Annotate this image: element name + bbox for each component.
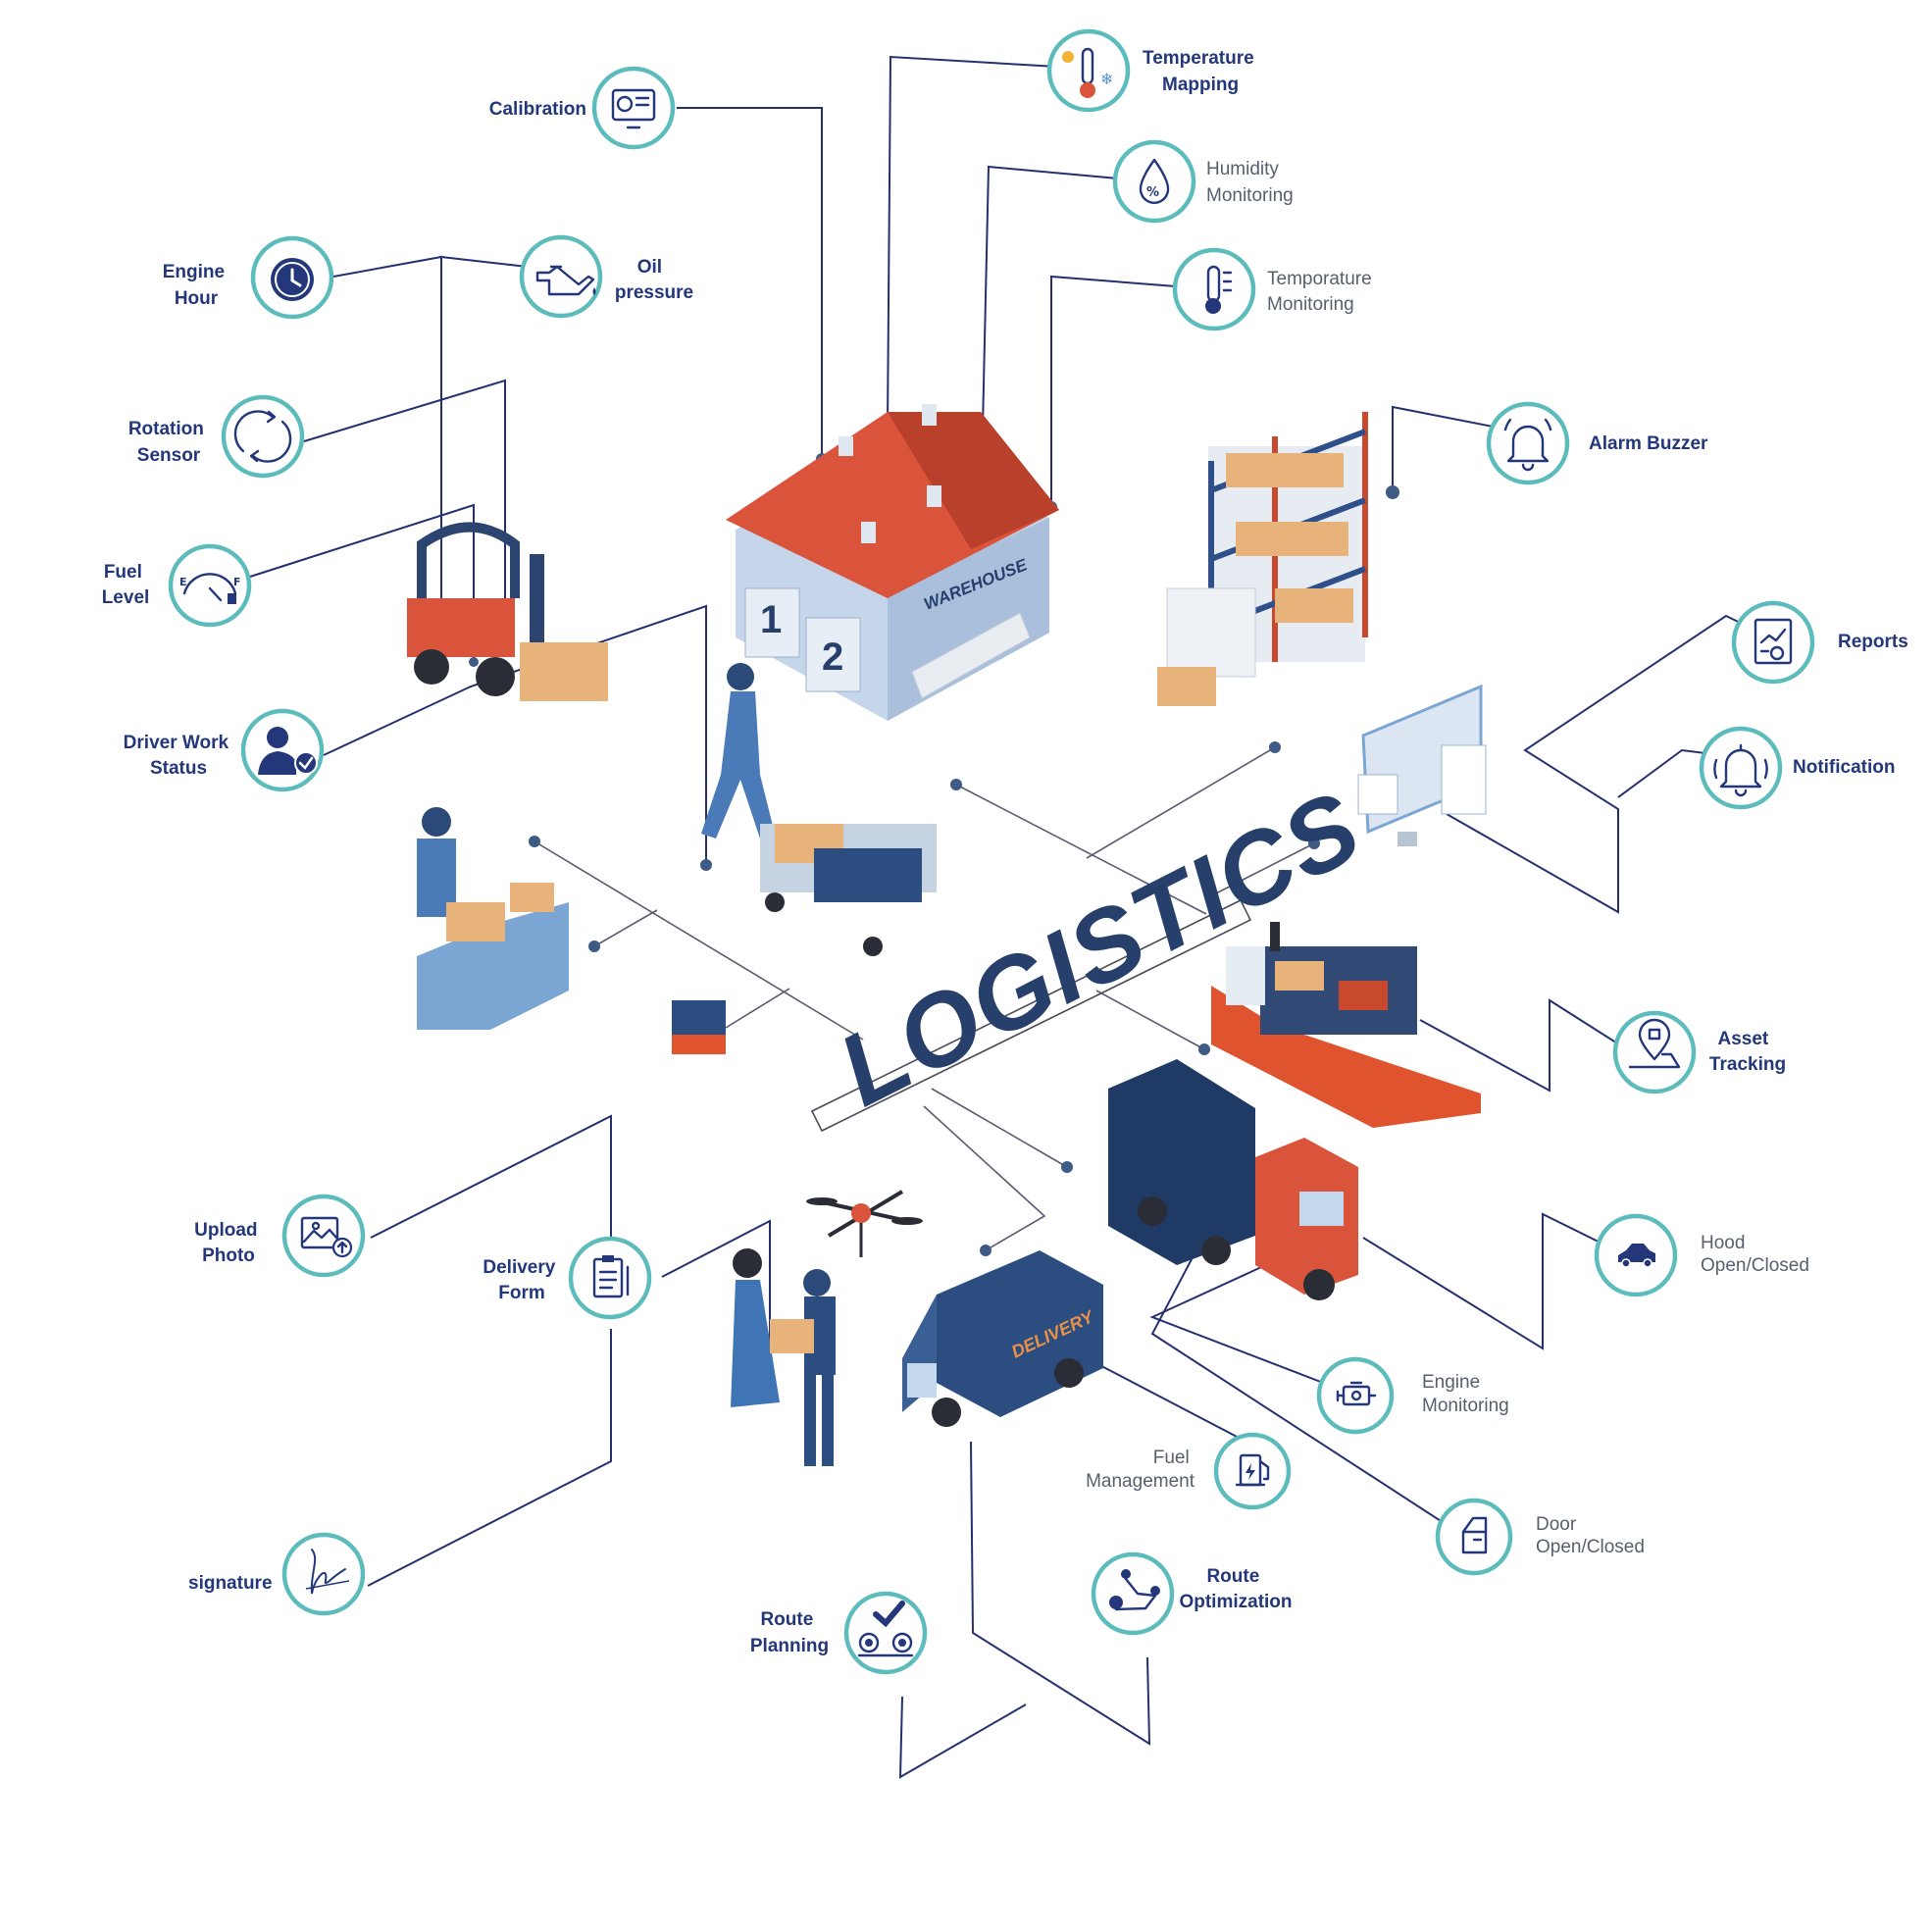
hood-open-closed-label: Hood Open/Closed <box>1701 1233 1809 1276</box>
alarm-buzzer-node[interactable]: Alarm Buzzer <box>1486 401 1708 485</box>
route-optimization-label: Route Optimization <box>1179 1566 1292 1612</box>
fuel-level-label: Fuel Level <box>102 562 150 608</box>
humidity-monitoring-label: Humidity Monitoring <box>1206 159 1294 206</box>
calibration-node[interactable]: Calibration <box>489 66 676 150</box>
engine-hour-node[interactable]: Engine Hour <box>163 235 334 320</box>
notification-bell-icon <box>1713 743 1768 797</box>
temperature-mapping-label: Temperature Mapping <box>1143 48 1259 95</box>
oil-pressure-node[interactable]: Oil pressure <box>519 234 693 319</box>
engine-monitoring-label: Engine Monitoring <box>1422 1372 1509 1416</box>
cargo-ship-illustration <box>1211 922 1481 1128</box>
signature-icon <box>305 1549 350 1595</box>
hood-open-closed-node[interactable]: Hood Open/Closed <box>1594 1213 1809 1297</box>
route-check-icon <box>857 1601 914 1657</box>
delivery-form-label: Delivery Form <box>483 1257 560 1303</box>
fuel-pump-icon <box>1235 1453 1270 1487</box>
door-open-closed-node[interactable]: Door Open/Closed <box>1435 1498 1645 1576</box>
asset-location-icon <box>1628 1018 1681 1069</box>
upload-photo-icon <box>300 1216 353 1258</box>
fuel-management-node[interactable]: Fuel Management <box>1086 1432 1292 1510</box>
temperature-monitoring-label: Temporature Monitoring <box>1267 269 1377 315</box>
oil-pressure-label: Oil pressure <box>615 257 693 303</box>
svg-text:E: E <box>179 576 187 588</box>
warehouse-illustration: 1 2 WAREHOUSE <box>726 404 1059 721</box>
calibration-monitor-icon <box>611 88 656 129</box>
engine-icon <box>1336 1381 1377 1406</box>
svg-text:❄: ❄ <box>1100 70 1113 88</box>
warehouse-door-2: 2 <box>822 636 843 679</box>
truck-illustration <box>1108 1059 1358 1300</box>
door-open-closed-label: Door Open/Closed <box>1536 1514 1645 1557</box>
route-planning-node[interactable]: Route Planning <box>750 1591 928 1675</box>
package-handover-illustration <box>731 1248 836 1466</box>
fuel-management-label: Fuel Management <box>1086 1448 1195 1492</box>
engine-hour-label: Engine Hour <box>163 262 230 309</box>
driver-work-status-label: Driver Work Status <box>124 733 234 779</box>
svg-text:F: F <box>233 576 241 588</box>
svg-text:%: % <box>1146 185 1159 200</box>
delivery-robot-illustration <box>672 1000 726 1054</box>
route-pins-icon <box>1109 1569 1160 1611</box>
humidity-drop-icon: % <box>1139 158 1170 204</box>
thermometer-sun-snow-icon: ❄ <box>1062 47 1113 98</box>
forklift-illustration <box>407 522 608 701</box>
drone-illustration <box>806 1190 923 1257</box>
rotation-arrows-icon <box>233 410 292 463</box>
storage-shelves-illustration <box>1157 412 1368 706</box>
driver-work-status-node[interactable]: Driver Work Status <box>124 708 325 792</box>
signature-node[interactable]: signature <box>188 1532 366 1616</box>
route-planning-label: Route Planning <box>750 1609 829 1656</box>
fuel-gauge-icon: E F <box>179 573 241 604</box>
oil-can-icon <box>535 265 596 296</box>
calibration-label: Calibration <box>489 99 586 120</box>
alarm-bell-icon <box>1503 418 1552 472</box>
packer-illustration <box>417 807 569 1030</box>
rotation-sensor-label: Rotation Sensor <box>128 419 209 466</box>
reports-label: Reports <box>1838 632 1908 652</box>
signature-label: signature <box>188 1573 273 1594</box>
temperature-monitoring-node[interactable]: Temporature Monitoring <box>1172 247 1377 331</box>
reports-node[interactable]: Reports <box>1731 600 1908 685</box>
fuel-level-node[interactable]: E F Fuel Level <box>102 543 252 628</box>
car-hood-icon <box>1618 1244 1655 1268</box>
worker-trolley-illustration <box>701 663 937 956</box>
warehouse-door-1: 1 <box>760 598 782 641</box>
notification-label: Notification <box>1793 757 1896 778</box>
thermometer-icon <box>1205 265 1233 314</box>
engine-monitoring-node[interactable]: Engine Monitoring <box>1316 1356 1509 1435</box>
report-chart-icon <box>1754 618 1793 665</box>
car-door-icon <box>1461 1516 1488 1554</box>
route-optimization-node[interactable]: Route Optimization <box>1091 1551 1293 1636</box>
clock-icon <box>271 258 314 301</box>
delivery-form-node[interactable]: Delivery Form <box>483 1236 652 1320</box>
humidity-monitoring-node[interactable]: % Humidity Monitoring <box>1112 139 1294 224</box>
rotation-sensor-node[interactable]: Rotation Sensor <box>128 394 305 479</box>
clipboard-form-icon <box>592 1255 630 1298</box>
upload-photo-label: Upload Photo <box>194 1220 263 1266</box>
temperature-mapping-node[interactable]: ❄ Temperature Mapping <box>1046 28 1259 113</box>
driver-check-icon <box>258 727 318 775</box>
alarm-buzzer-label: Alarm Buzzer <box>1589 433 1708 454</box>
notification-node[interactable]: Notification <box>1699 726 1896 810</box>
reports-monitor-illustration <box>1357 684 1487 846</box>
delivery-van-illustration: DELIVERY <box>902 1250 1103 1427</box>
upload-photo-node[interactable]: Upload Photo <box>194 1194 366 1278</box>
asset-tracking-node[interactable]: Asset Tracking <box>1612 1010 1786 1094</box>
asset-tracking-label: Asset Tracking <box>1709 1029 1786 1075</box>
